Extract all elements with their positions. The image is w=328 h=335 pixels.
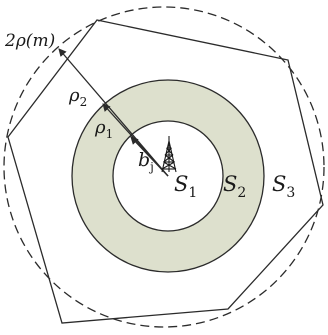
region-s3-label: S3 [272, 172, 295, 201]
rho2-subscript: 2 [80, 95, 88, 109]
rho1-label: ρ1 [94, 117, 113, 141]
cell-hexagon [7, 19, 324, 324]
rho1-subscript: 1 [106, 127, 114, 141]
rho2-symbol: ρ [68, 85, 80, 106]
region-s2-letter: S [223, 172, 237, 196]
radius-arrow-outer [58, 48, 169, 177]
region-s2-label: S2 [223, 172, 246, 201]
outer-radius-label: 2ρ(m) [4, 31, 55, 51]
region-s2-subscript: 2 [237, 185, 246, 201]
rho2-label: ρ2 [68, 85, 87, 109]
region-s1-letter: S [174, 172, 188, 196]
region-s3-subscript: 3 [286, 185, 295, 201]
antenna-tower-icon [161, 136, 177, 173]
region-s3-letter: S [272, 172, 286, 196]
outer-dashed-circle [3, 6, 325, 328]
base-station-symbol: b [138, 149, 150, 171]
region-s1-subscript: 1 [188, 185, 197, 201]
base-station-label: bj [138, 149, 154, 174]
radius-arrow-inner [130, 136, 169, 177]
rho1-symbol: ρ [94, 117, 106, 138]
base-station-subscript: j [148, 160, 154, 174]
region-s1-label: S1 [174, 172, 197, 201]
